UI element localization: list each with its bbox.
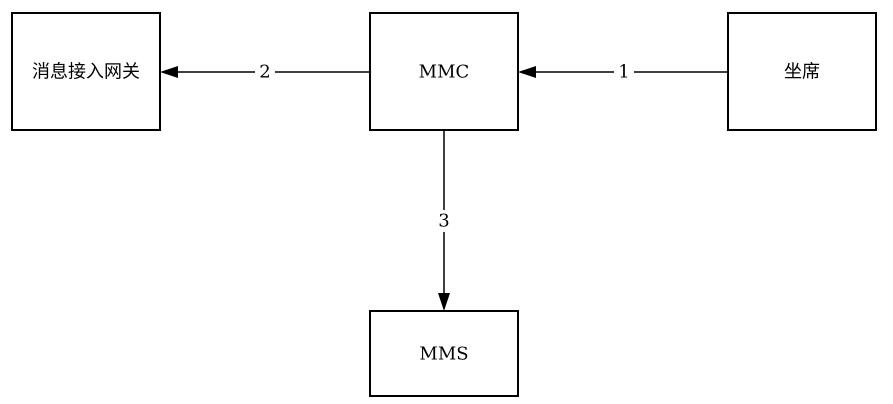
node-mmc-box <box>369 12 519 131</box>
node-mmc: MMC <box>369 12 519 131</box>
edge-seat-to-mmc: 1 <box>518 62 728 83</box>
node-seat: 坐席 <box>727 12 877 131</box>
edge-3-label: 3 <box>438 211 449 232</box>
edge-mmc-to-mms: 3 <box>434 130 454 311</box>
edge-2-label: 2 <box>259 62 270 83</box>
edge-1-label-bg <box>614 62 634 82</box>
edge-mmc-to-gateway: 2 <box>160 62 370 83</box>
edge-1-arrowhead <box>518 66 536 78</box>
node-mms: MMS <box>369 310 519 397</box>
node-mms-label: MMS <box>419 344 468 365</box>
edge-3-label-bg <box>434 210 454 232</box>
node-seat-box <box>727 12 877 131</box>
node-mmc-label: MMC <box>419 62 470 83</box>
node-gateway-box <box>11 12 161 131</box>
node-gateway: 消息接入网关 <box>11 12 161 131</box>
edge-1-label: 1 <box>618 62 629 83</box>
edge-2-arrowhead <box>160 66 178 78</box>
node-gateway-label: 消息接入网关 <box>32 62 140 83</box>
node-seat-label: 坐席 <box>784 62 820 83</box>
edge-3-arrowhead <box>438 293 450 311</box>
edge-2-label-bg <box>255 62 275 82</box>
node-mms-box <box>369 310 519 397</box>
